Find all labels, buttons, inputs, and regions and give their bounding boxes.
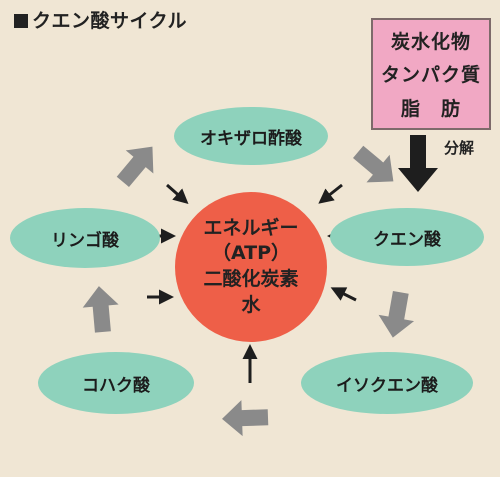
acid-malic: リンゴ酸 [10,208,160,268]
cycle-arrow-oxaloacetic-to-citric [353,145,394,183]
decomposition-arrow [398,135,438,192]
product-water: 水 [241,293,261,316]
product-arrow-from-oxaloacetic [166,183,189,204]
product-arrow-from-isocitric [330,287,357,302]
nutrient-fat: 脂 肪 [400,97,461,120]
product-arrow-from-citric-top [318,183,343,204]
product-co2: 二酸化炭素 [203,268,299,290]
acid-isocitric: イソクエン酸 [301,352,473,414]
cycle-arrow-citric-to-isocitric [378,290,415,338]
decomposition-label: 分解 [444,139,475,157]
nutrient-protein: タンパク質 [380,64,481,87]
diagram-title: クエン酸サイクル [14,6,187,33]
title-square-icon [14,14,28,28]
nutrient-carbohydrate: 炭水化物 [390,31,471,54]
cycle-products-circle: エネルギー （ATP） 二酸化炭素 水 [175,192,327,342]
product-energy: エネルギー [203,216,299,239]
cycle-arrow-malic-to-oxaloacetic [116,146,154,187]
acid-succinic: コハク酸 [38,352,194,414]
nutrients-box: 炭水化物 タンパク質 脂 肪 [371,18,491,130]
acid-citric: クエン酸 [330,208,484,266]
acid-oxaloacetic: オキザロ酢酸 [174,107,328,165]
cycle-arrow-isocitric-to-succinic [222,400,269,437]
cycle-arrow-succinic-to-malic [82,286,119,333]
product-atp: （ATP） [211,242,291,265]
